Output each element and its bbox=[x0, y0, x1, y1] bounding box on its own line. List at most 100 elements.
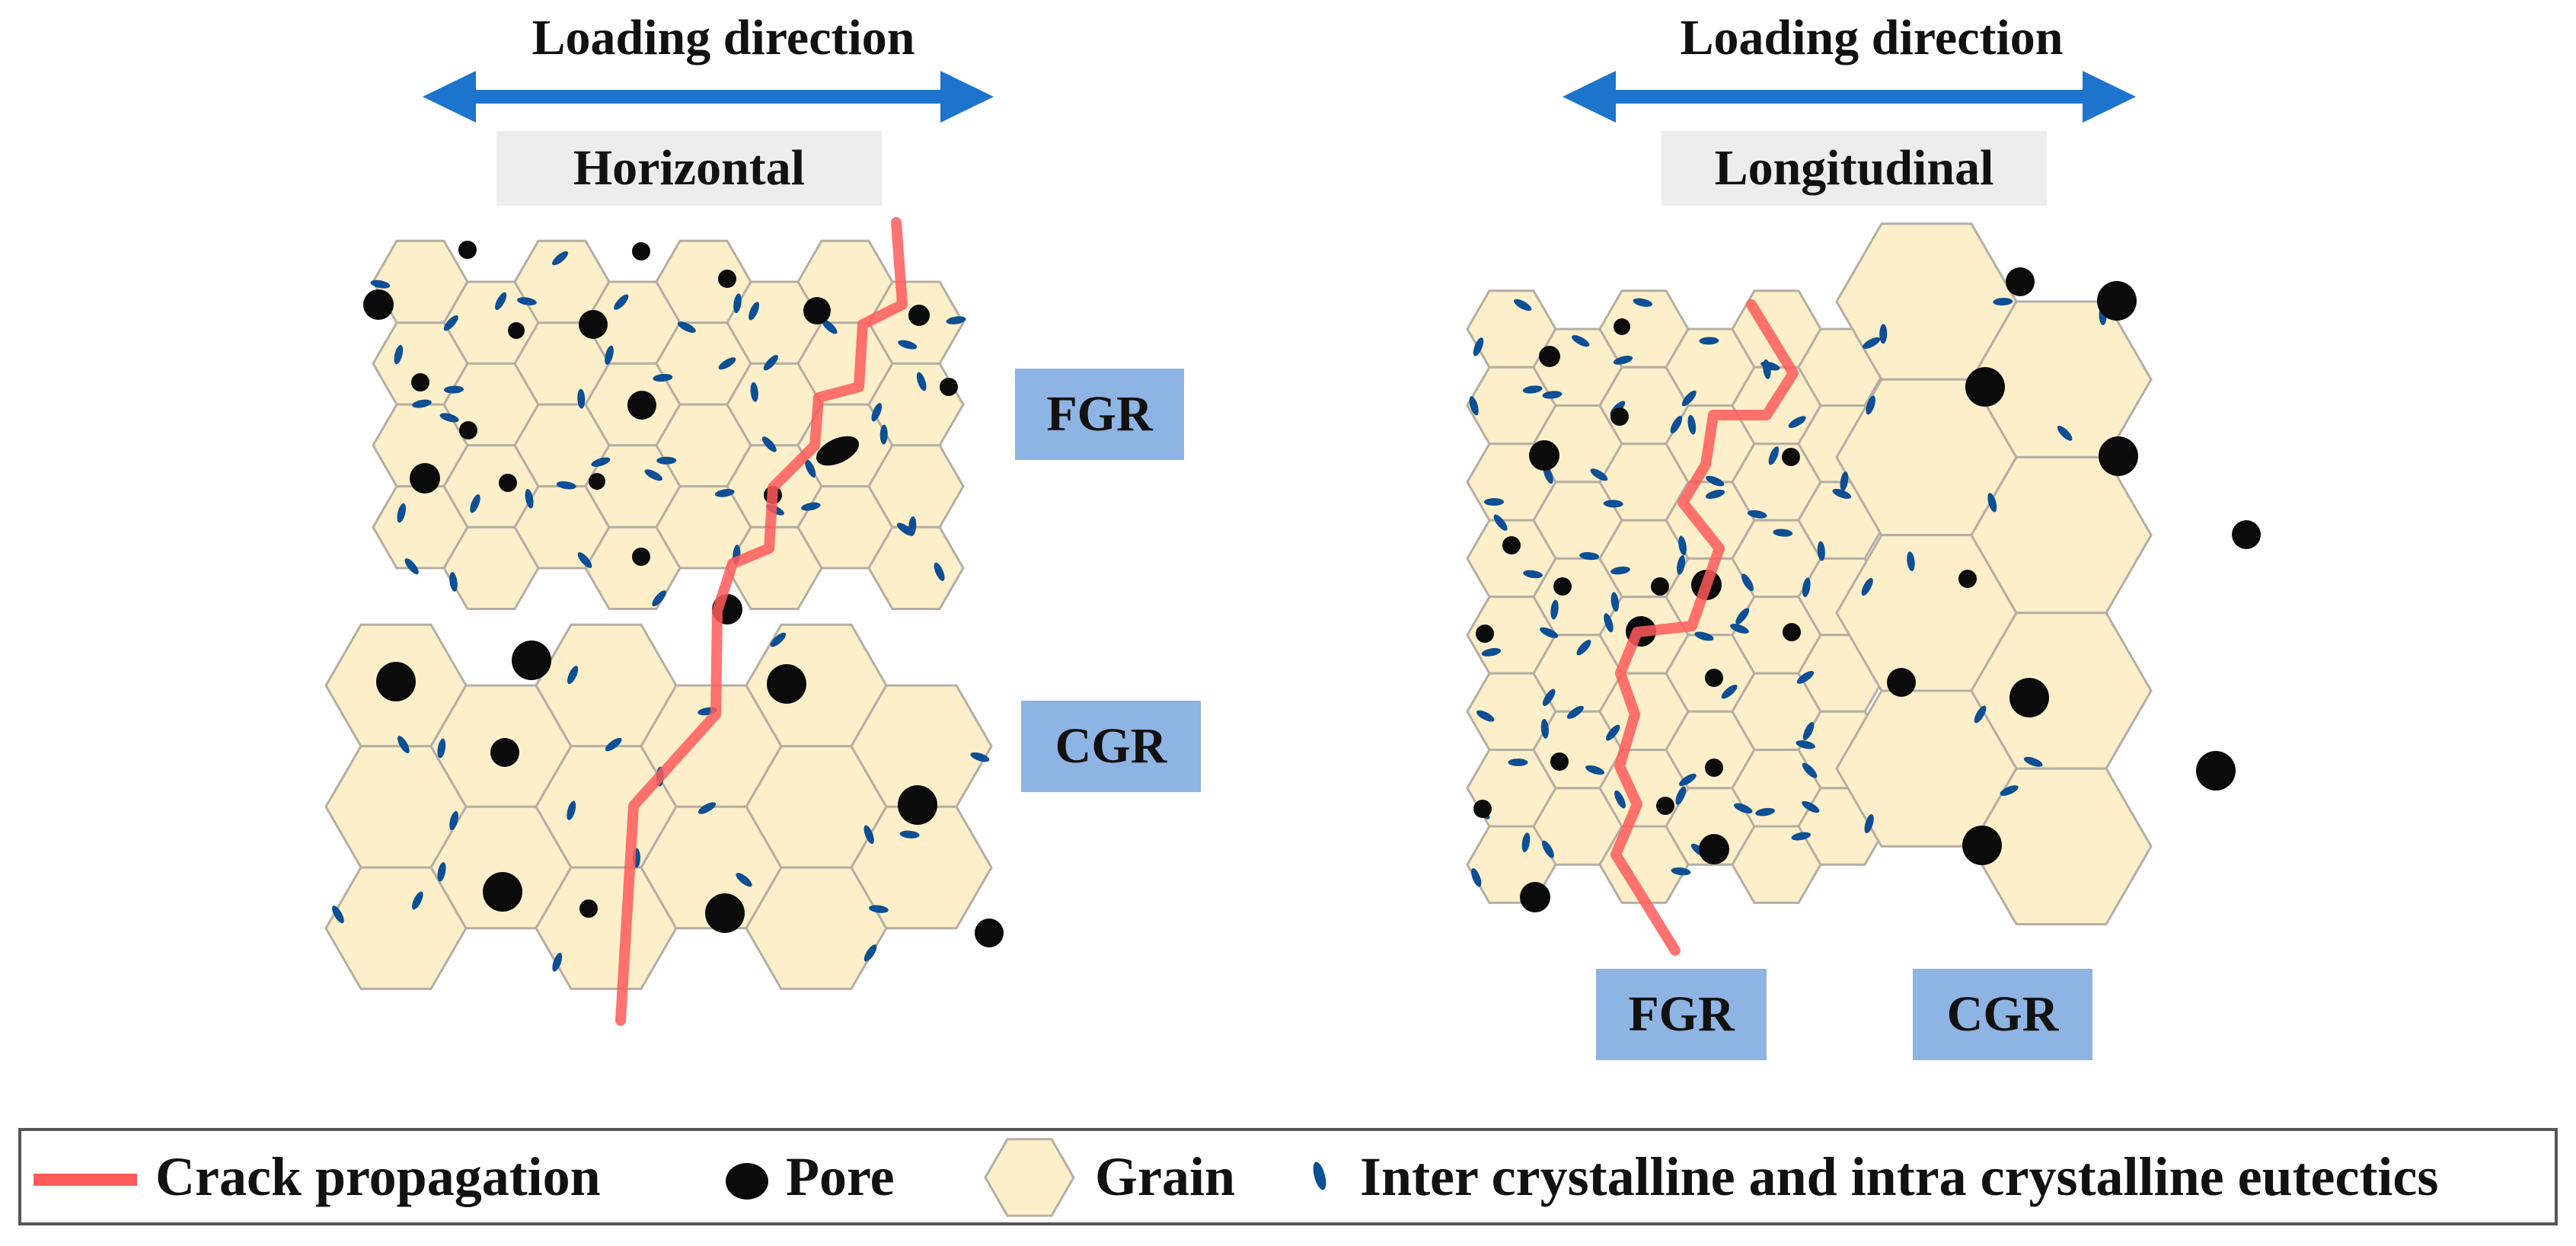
eutectic-mark bbox=[733, 293, 742, 314]
pore bbox=[1699, 834, 1729, 864]
eutectic-mark bbox=[970, 752, 990, 762]
pore bbox=[1782, 448, 1800, 466]
pore bbox=[908, 305, 930, 326]
pore bbox=[632, 548, 650, 566]
eutectic-mark bbox=[517, 297, 537, 305]
eutectic-mark bbox=[1773, 529, 1793, 537]
pore bbox=[2006, 267, 2035, 296]
eutectic-mark bbox=[879, 424, 888, 445]
eutectic-mark bbox=[1861, 577, 1873, 596]
eutectic-mark bbox=[869, 905, 889, 913]
eutectic-mark bbox=[1741, 573, 1754, 592]
eutectic-mark bbox=[1788, 416, 1806, 428]
eutectic-mark bbox=[1604, 613, 1614, 633]
pore bbox=[816, 436, 860, 466]
legend-grain-icon bbox=[984, 1138, 1075, 1217]
eutectic-mark bbox=[1493, 514, 1508, 531]
eutectic-mark bbox=[332, 906, 344, 924]
right-loading-direction-title: Loading direction bbox=[1680, 10, 2064, 65]
pore bbox=[627, 391, 656, 420]
eutectic-mark bbox=[1734, 803, 1753, 813]
eutectic-mark bbox=[437, 861, 446, 882]
eutectic-mark bbox=[697, 802, 717, 814]
pore bbox=[1783, 623, 1801, 641]
pore bbox=[1958, 570, 1977, 588]
pore bbox=[1965, 367, 2005, 407]
pore bbox=[499, 474, 517, 492]
pore bbox=[1656, 797, 1674, 815]
eutectic-mark bbox=[1576, 639, 1591, 656]
eutectic-mark bbox=[800, 502, 821, 511]
pore bbox=[975, 919, 1004, 947]
eutectic-mark bbox=[1862, 337, 1881, 349]
eutectic-mark bbox=[1832, 488, 1852, 499]
pore bbox=[1520, 882, 1550, 912]
eutectic-mark bbox=[470, 494, 480, 513]
eutectic-mark bbox=[1675, 786, 1687, 805]
eutectic-mark bbox=[1542, 840, 1554, 858]
eutectic-mark bbox=[495, 292, 507, 311]
eutectic-mark bbox=[444, 385, 464, 394]
coarse-grain bbox=[850, 805, 993, 930]
eutectic-mark bbox=[896, 522, 914, 536]
pore bbox=[363, 289, 394, 320]
eutectic-mark bbox=[437, 738, 446, 759]
longitudinal-orientation-label: Longitudinal bbox=[1661, 131, 2047, 206]
left-loading-direction-title: Loading direction bbox=[531, 10, 915, 65]
eutectic-mark bbox=[1705, 489, 1725, 499]
eutectic-mark bbox=[763, 355, 778, 371]
eutectic-mark bbox=[898, 340, 918, 350]
eutectic-mark bbox=[370, 280, 391, 289]
pore bbox=[2099, 436, 2138, 476]
eutectic-mark bbox=[1670, 415, 1683, 434]
eutectic-mark bbox=[1694, 631, 1714, 641]
pore bbox=[940, 378, 958, 396]
pore bbox=[1539, 346, 1560, 367]
pore bbox=[1529, 440, 1559, 471]
pore bbox=[410, 463, 440, 494]
pore bbox=[1550, 752, 1569, 771]
pore bbox=[1614, 318, 1630, 335]
eutectic-mark bbox=[677, 321, 696, 333]
eutectic-mark bbox=[439, 413, 459, 423]
pore bbox=[512, 641, 551, 680]
eutectic-mark bbox=[1864, 814, 1874, 834]
eutectic-mark bbox=[1606, 724, 1620, 741]
eutectic-mark bbox=[750, 382, 758, 402]
eutectic-mark bbox=[1469, 396, 1479, 416]
eutectic-mark bbox=[1730, 624, 1749, 634]
eutectic-mark bbox=[1540, 718, 1549, 739]
eutectic-mark bbox=[1802, 577, 1811, 598]
pore bbox=[1553, 577, 1572, 596]
eutectic-mark bbox=[443, 315, 458, 331]
eutectic-mark bbox=[591, 457, 611, 467]
pore bbox=[705, 893, 745, 933]
left-loading-arrow-left-head bbox=[423, 71, 476, 123]
eutectic-mark bbox=[644, 469, 663, 481]
eutectic-mark bbox=[899, 830, 920, 839]
pore bbox=[2196, 751, 2236, 791]
eutectic-mark bbox=[1796, 740, 1815, 749]
eutectic-mark bbox=[1699, 337, 1719, 345]
eutectic-mark bbox=[567, 666, 579, 685]
eutectic-mark bbox=[1476, 710, 1495, 722]
eutectic-mark bbox=[2023, 756, 2043, 767]
eutectic-mark bbox=[871, 403, 883, 422]
crack-path bbox=[615, 217, 908, 1026]
eutectic-mark bbox=[577, 388, 586, 409]
eutectic-mark bbox=[653, 373, 673, 382]
eutectic-mark bbox=[1521, 832, 1531, 852]
eutectic-mark bbox=[1508, 759, 1528, 767]
eutectic-mark bbox=[656, 456, 677, 465]
pore bbox=[411, 373, 429, 391]
eutectic-mark bbox=[1613, 356, 1633, 365]
eutectic-mark bbox=[1610, 592, 1620, 612]
eutectic-mark bbox=[1523, 570, 1543, 579]
eutectic-mark bbox=[1603, 500, 1623, 508]
eutectic-mark bbox=[749, 302, 760, 321]
eutectic-mark bbox=[1522, 385, 1543, 394]
eutectic-mark bbox=[652, 590, 666, 607]
eutectic-mark bbox=[1747, 510, 1767, 519]
horizontal-orientation-label: Horizontal bbox=[496, 131, 882, 206]
